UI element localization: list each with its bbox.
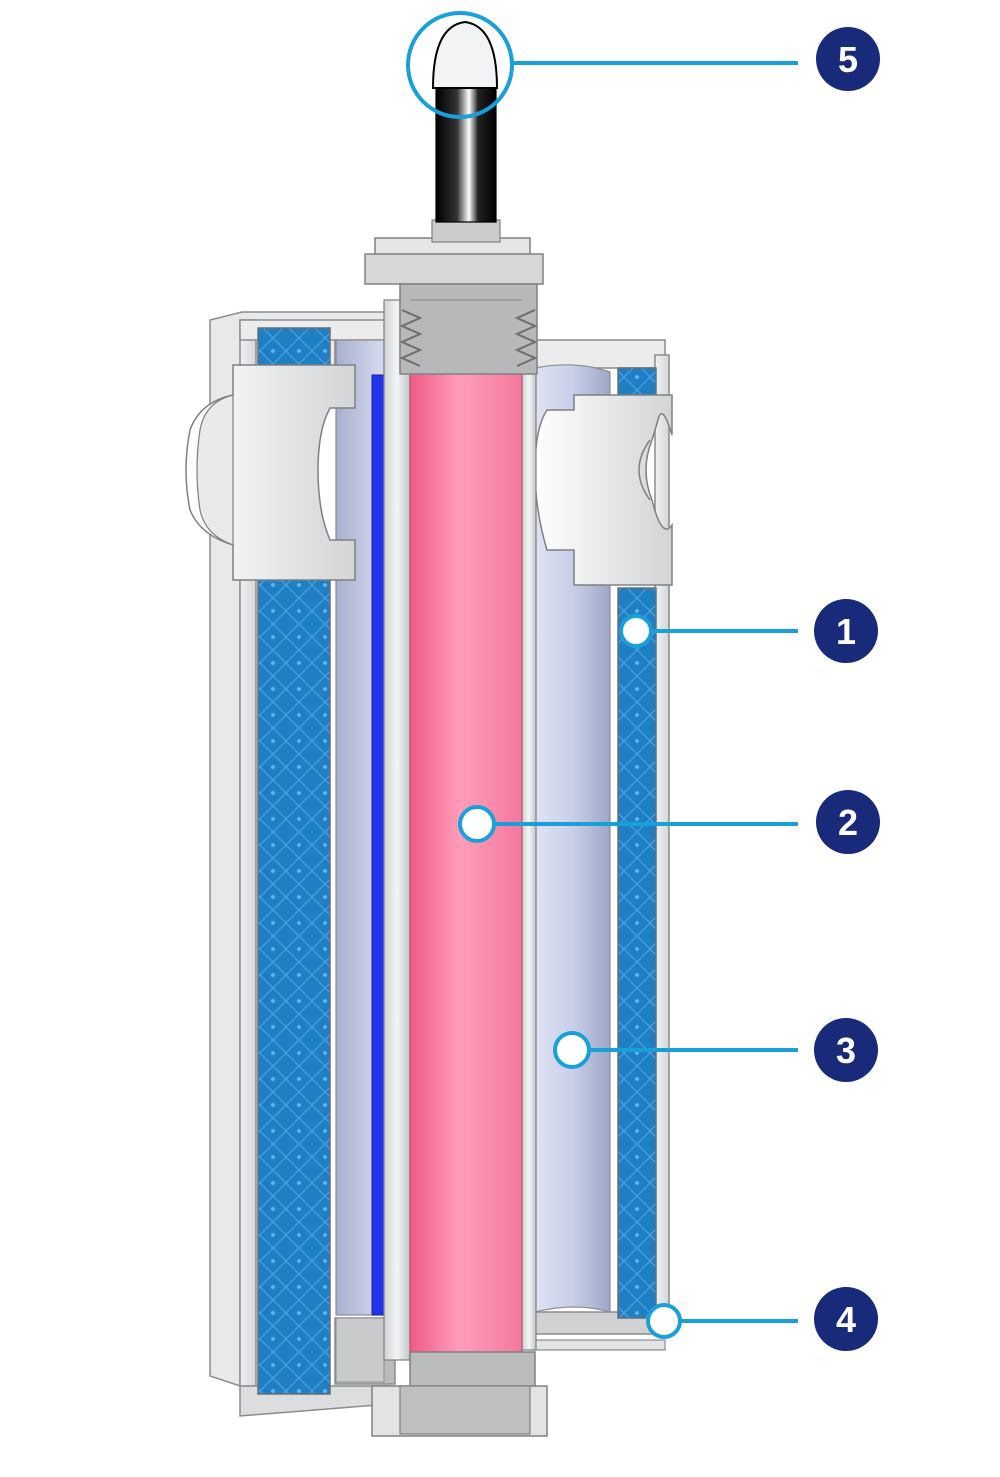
callout-3-label: 3 [836,1030,856,1071]
callout-4-dot [646,1303,682,1339]
plunger-tip [431,20,499,89]
mounting-lug-left [185,364,356,581]
air-gap-sleeve [335,339,611,1383]
bottom-stud [371,1351,548,1437]
callout-2-dot [458,805,496,843]
callout-4-label: 4 [836,1299,856,1340]
callout-1-label: 1 [836,611,856,652]
callout-leaders [406,11,798,1323]
callout-1-badge: 1 [814,599,878,663]
callout-5-label: 5 [838,39,858,80]
callout-1-dot [619,614,653,648]
callout-2-badge: 2 [816,790,880,854]
callout-3-dot [553,1031,591,1069]
threaded-cap [364,237,544,375]
callout-dots [458,614,682,1339]
callout-2-label: 2 [838,802,858,843]
plunger-pin [431,87,501,243]
callout-4-badge: 4 [814,1287,878,1351]
callout-3-badge: 3 [814,1018,878,1082]
plunger-core [409,371,523,1365]
callout-5-badge: 5 [816,27,880,91]
